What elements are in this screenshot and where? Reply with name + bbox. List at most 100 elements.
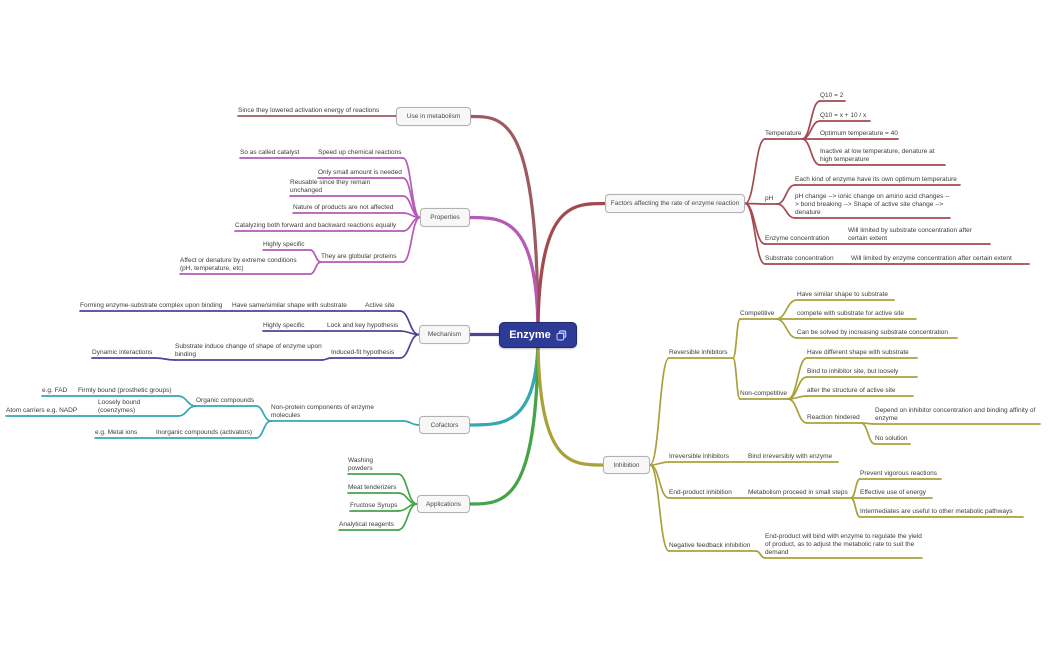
connector-line xyxy=(321,357,332,361)
topic[interactable]: Substrate induce change of shape of enzy… xyxy=(175,342,322,358)
topic[interactable]: Inorganic compounds (activators) xyxy=(156,428,253,436)
topic[interactable]: Affect or denature by extreme conditions… xyxy=(180,256,297,272)
central-topic-label: Enzyme xyxy=(509,329,551,341)
topic[interactable]: Have same/similar shape with substrate xyxy=(232,301,347,309)
branch-node-use-in-metabolism[interactable]: Use in metabolism xyxy=(396,107,471,126)
topic[interactable]: Reusable since they remain unchanged xyxy=(290,178,371,194)
topic[interactable]: Have similar shape to substrate xyxy=(797,290,889,298)
connector-line xyxy=(399,333,420,359)
topic[interactable]: Catalyzing both forward and backward rea… xyxy=(235,221,397,229)
topic[interactable]: Firmly bound (prosthetic groups) xyxy=(78,386,172,394)
branch-node-inhibition[interactable]: Inhibition xyxy=(603,456,650,474)
topic[interactable]: Fructose Syrups xyxy=(350,501,398,509)
topic[interactable]: Forming enzyme-substrate complex upon bi… xyxy=(80,301,223,309)
topic[interactable]: Q10 = x + 10 / x xyxy=(820,111,867,119)
branch-node-properties[interactable]: Properties xyxy=(420,208,470,227)
connector-line xyxy=(468,333,540,506)
connector-line xyxy=(255,420,272,439)
topic[interactable]: Competitive xyxy=(740,309,775,317)
topic[interactable]: Active site xyxy=(365,301,395,309)
topic[interactable]: Inactive at low temperature, denature at… xyxy=(820,147,935,163)
topic[interactable]: End-product will bind with enzyme to reg… xyxy=(765,532,922,556)
topic[interactable]: Will limited by enzyme concentration aft… xyxy=(851,254,1012,262)
topic[interactable]: Can be solved by increasing substrate co… xyxy=(797,328,949,336)
topic[interactable]: Effective use of energy xyxy=(860,488,927,496)
topic[interactable]: Non-competitive xyxy=(740,389,787,397)
connector-line xyxy=(469,114,540,337)
topic[interactable]: e.g. FAD xyxy=(42,386,68,394)
topic[interactable]: alter the structure of active site xyxy=(807,386,896,394)
connector-line xyxy=(536,201,607,337)
topic[interactable]: So as called catalyst xyxy=(240,148,300,156)
topic[interactable]: Negative feedback inhibition xyxy=(669,541,751,549)
topic[interactable]: compete with substrate for active site xyxy=(797,309,904,317)
branch-node-applications[interactable]: Applications xyxy=(417,495,470,513)
topic[interactable]: Prevent vigorous reactions xyxy=(860,469,937,477)
central-topic[interactable]: Enzyme xyxy=(499,322,577,348)
topic[interactable]: End-product inhibition xyxy=(669,488,732,496)
branch-node-factors[interactable]: Factors affecting the rate of enzyme rea… xyxy=(605,194,745,213)
connector-line xyxy=(801,138,821,166)
topic[interactable]: Depend on inhibitor concentration and bi… xyxy=(875,406,1036,422)
topic[interactable]: Non-protein components of enzyme molecul… xyxy=(271,403,374,419)
topic[interactable]: Lock and key hypothesis xyxy=(327,321,399,329)
topic[interactable]: Atom carriers e.g. NADP xyxy=(6,406,78,414)
topic[interactable]: Speed up chemical reactions xyxy=(318,148,402,156)
connector-line xyxy=(850,497,861,518)
topic[interactable]: Organic compounds xyxy=(196,396,255,404)
topic[interactable]: Bind to inhibitor site, but loosely xyxy=(807,367,899,375)
topic[interactable]: No solution xyxy=(875,434,908,442)
topic[interactable]: Reaction hindered xyxy=(807,413,860,421)
topic[interactable]: Highly specific xyxy=(263,321,305,329)
connector-line xyxy=(468,215,540,337)
branch-node-cofactors[interactable]: Cofactors xyxy=(419,416,470,434)
topic[interactable]: Optimum temperature = 40 xyxy=(820,129,898,137)
connector-line xyxy=(775,318,798,339)
topic[interactable]: Substrate concentration xyxy=(765,254,834,262)
topic[interactable]: Since they lowered activation energy of … xyxy=(238,106,380,114)
topic[interactable]: Highly specific xyxy=(263,240,305,248)
connector-line xyxy=(309,261,322,275)
connector-line xyxy=(154,357,176,361)
connector-line xyxy=(402,216,421,263)
topic[interactable]: Will limited by substrate concentration … xyxy=(848,226,972,242)
connector-line xyxy=(649,464,670,552)
topic[interactable]: Have different shape with substrate xyxy=(807,348,909,356)
connector-line xyxy=(744,202,766,265)
topic[interactable]: Dynamic interactions xyxy=(92,348,153,356)
topic[interactable]: Analytical reagents xyxy=(339,520,394,528)
topic[interactable]: Induced-fit hypothesis xyxy=(331,348,395,356)
topic[interactable]: Intermediates are useful to other metabo… xyxy=(860,507,1013,515)
topic[interactable]: pH xyxy=(765,194,774,202)
connector-line xyxy=(755,550,766,559)
connector-line xyxy=(776,203,796,219)
connector-line xyxy=(732,318,741,359)
topic[interactable]: Temperature xyxy=(765,129,802,137)
topic[interactable]: Each kind of enzyme have its own optimum… xyxy=(795,175,957,183)
topic[interactable]: They are globular proteins xyxy=(321,252,397,260)
topic[interactable]: Loosely bound (coenzymes) xyxy=(98,398,141,414)
topic[interactable]: Washing powders xyxy=(348,456,374,472)
connector-line xyxy=(787,398,808,424)
topic[interactable]: Enzyme concentration xyxy=(765,234,830,242)
topic[interactable]: Bind irreversibly with enzyme xyxy=(748,452,833,460)
topic[interactable]: Metabolism proceed in small steps xyxy=(748,488,848,496)
topic[interactable]: Nature of products are not affected xyxy=(293,203,394,211)
connector-line xyxy=(536,333,605,467)
connector-line xyxy=(744,138,766,205)
connector-line xyxy=(397,503,418,531)
topic[interactable]: e.g. Metal ions xyxy=(95,428,138,436)
branch-node-mechanism[interactable]: Mechanism xyxy=(419,325,470,344)
copy-icon[interactable] xyxy=(556,329,567,341)
connector-line xyxy=(177,405,197,417)
topic[interactable]: Only small amount is needed xyxy=(318,168,402,176)
topic[interactable]: Q10 = 2 xyxy=(820,91,844,99)
topic[interactable]: Reversible inhibitors xyxy=(669,348,728,356)
topic[interactable]: Irreversible inhibitors xyxy=(669,452,729,460)
connector-line xyxy=(402,420,420,426)
topic[interactable]: Meat tenderizers xyxy=(348,483,397,491)
topic[interactable]: pH change --> ionic change on amino acid… xyxy=(795,192,950,216)
connector-line xyxy=(732,357,741,400)
